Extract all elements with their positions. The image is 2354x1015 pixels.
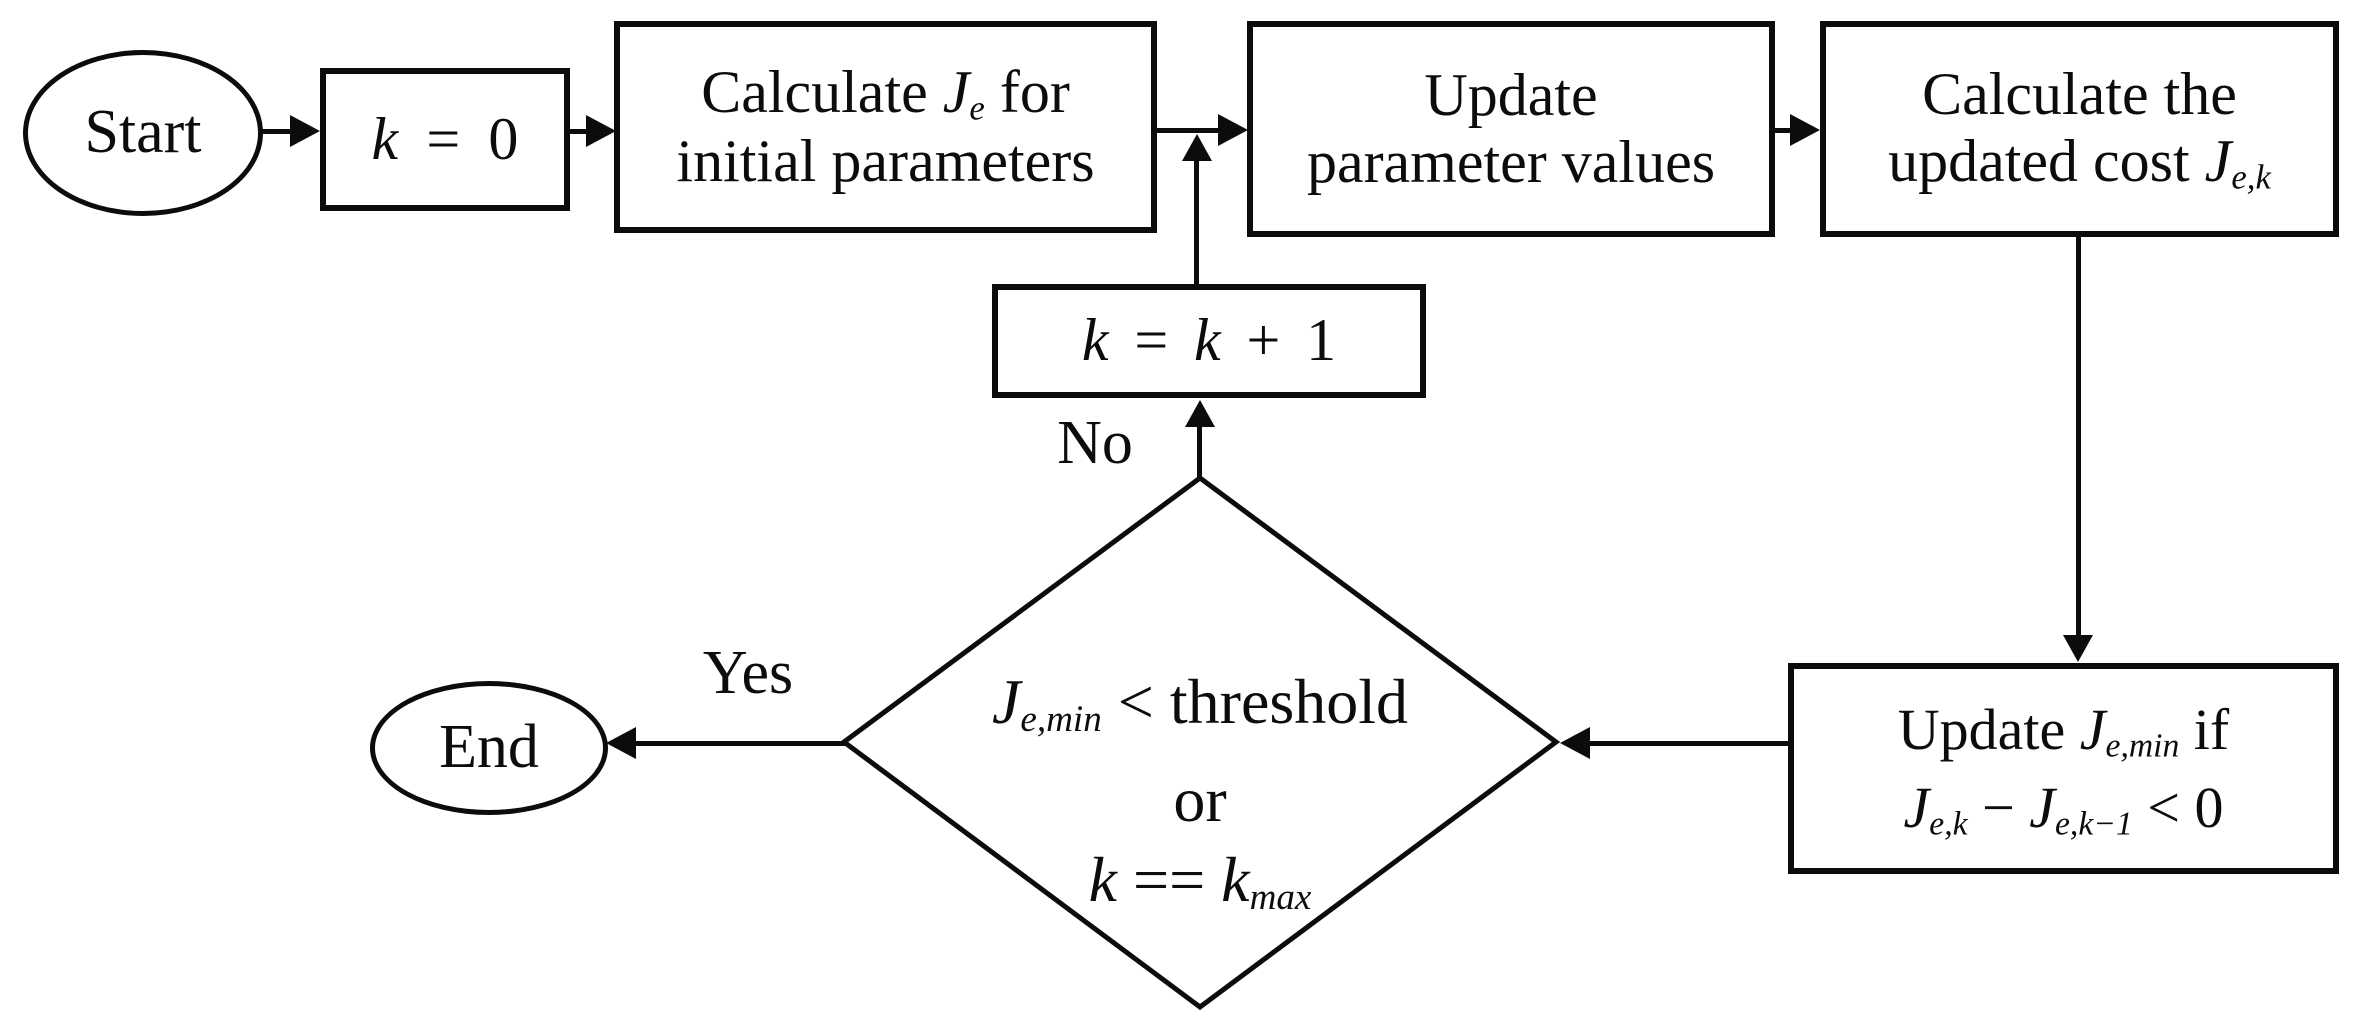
update-jmin-line-2: Je,k − Je,k−1 < 0 <box>1903 774 2224 842</box>
arrow-calc-to-update-line <box>1157 128 1221 133</box>
decision-condition-2: k == kmax <box>1088 844 1312 919</box>
arrow-cost-to-updatejmin-head <box>2063 635 2093 662</box>
increment-k-label: k = k + 1 <box>1081 307 1337 374</box>
process-increment-k: k = k + 1 <box>992 284 1426 398</box>
end-label: End <box>439 713 539 782</box>
arrow-update-to-cost-line <box>1775 128 1793 133</box>
start-node: Start <box>23 50 263 216</box>
process-k-init: k = 0 <box>320 68 570 211</box>
arrow-decision-no-head <box>1185 400 1215 427</box>
arrow-incrementk-return-head <box>1182 134 1212 161</box>
update-jmin-line-1: Update Je,min if <box>1897 696 2230 765</box>
arrow-start-to-kinit-head <box>290 115 320 147</box>
calc-updated-line-2: updated cost Je,k <box>1888 127 2271 197</box>
arrow-kinit-to-calc-head <box>586 115 616 147</box>
process-update-parameters: Update parameter values <box>1247 21 1775 237</box>
decision-label: Je,min < threshold or k == kmax <box>890 662 1510 938</box>
end-node: End <box>370 681 608 815</box>
arrow-incrementk-return-line <box>1194 158 1199 286</box>
calc-initial-line-1: Calculate Je for <box>701 58 1070 128</box>
update-parameters-line-1: Update <box>1424 61 1598 128</box>
calc-updated-line-1: Calculate the <box>1922 60 2237 127</box>
decision-diamond <box>839 474 1561 1011</box>
decision-or: or <box>1173 764 1227 836</box>
process-update-jmin: Update Je,min if Je,k − Je,k−1 < 0 <box>1788 663 2339 874</box>
decision-condition-1: Je,min < threshold <box>991 666 1409 741</box>
arrow-decision-no-line <box>1197 424 1202 480</box>
arrow-decision-yes-line <box>634 741 846 746</box>
arrow-updatejmin-to-decision-line <box>1586 741 1790 746</box>
edge-label-no: No <box>1057 409 1133 477</box>
calc-initial-line-2: initial parameters <box>676 128 1095 195</box>
process-calc-updated-cost: Calculate the updated cost Je,k <box>1820 21 2339 237</box>
arrow-start-to-kinit-line <box>262 129 294 134</box>
arrow-decision-yes-head <box>606 727 636 759</box>
k-init-label: k = 0 <box>371 105 519 172</box>
edge-label-yes: Yes <box>702 639 794 707</box>
start-label: Start <box>84 98 202 167</box>
process-calc-initial-cost: Calculate Je for initial parameters <box>614 21 1157 233</box>
update-parameters-line-2: parameter values <box>1306 129 1716 195</box>
arrow-updatejmin-to-decision-head <box>1560 727 1590 759</box>
arrow-calc-to-update-head <box>1218 114 1248 146</box>
arrow-update-to-cost-head <box>1790 114 1820 146</box>
arrow-cost-to-updatejmin-line <box>2076 237 2081 637</box>
arrow-kinit-to-calc-line <box>570 129 590 134</box>
